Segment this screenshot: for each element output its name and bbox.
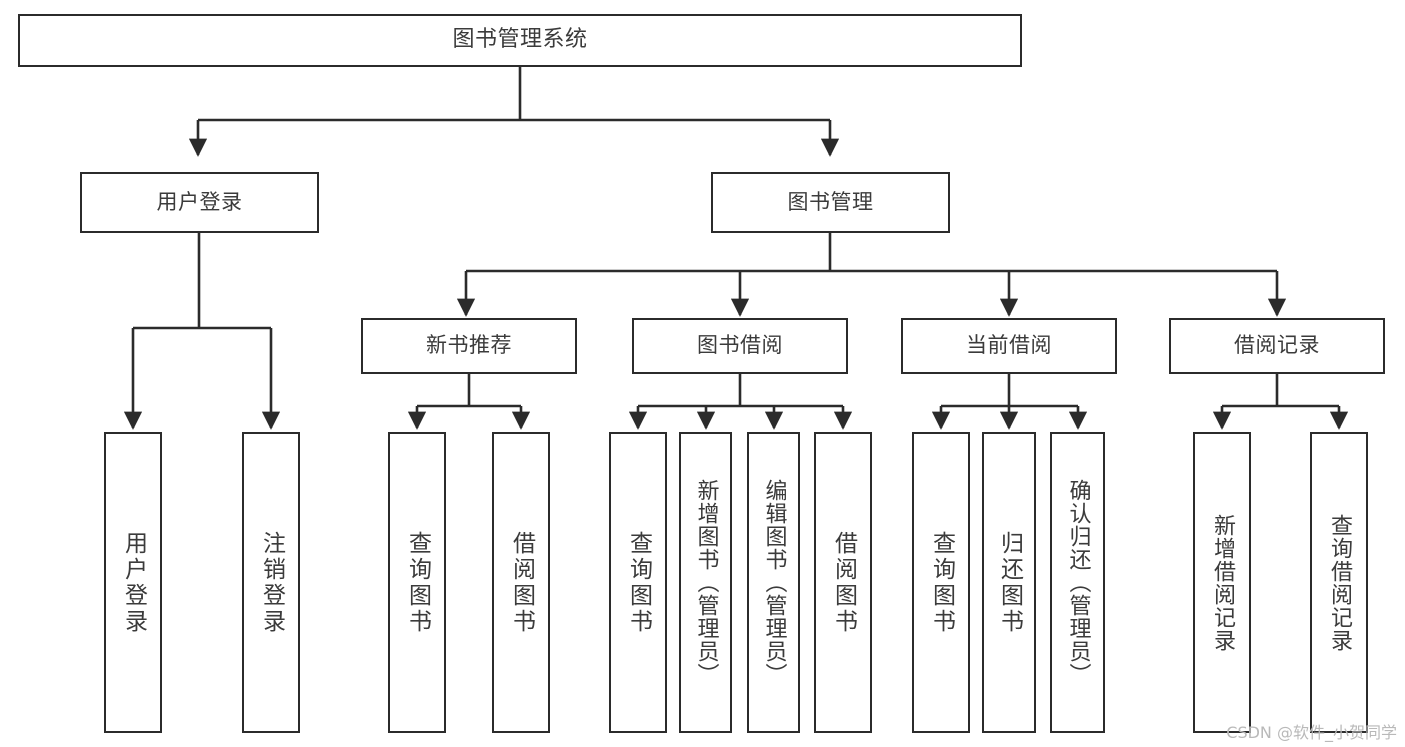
leaf-book-borrow-edit-admin[interactable]: 编辑图书（管理员）	[747, 432, 800, 733]
leaf-current-borrow-query[interactable]: 查询图书	[912, 432, 970, 733]
node-label: 新书推荐	[426, 333, 512, 358]
leaf-borrow-record-add[interactable]: 新增借阅记录	[1193, 432, 1251, 733]
leaf-book-borrow-borrow[interactable]: 借阅图书	[814, 432, 872, 733]
leaf-book-borrow-add-admin[interactable]: 新增图书（管理员）	[679, 432, 732, 733]
node-label: 图书管理系统	[452, 27, 588, 53]
node-label: 新增图书（管理员）	[693, 479, 719, 686]
leaf-user-login-login[interactable]: 用户登录	[104, 432, 162, 733]
node-label: 用户登录	[156, 189, 243, 214]
leaf-new-book-query[interactable]: 查询图书	[388, 432, 446, 733]
node-label: 图书借阅	[697, 333, 783, 358]
node-label: 图书管理	[787, 189, 874, 214]
node-label: 查询图书	[625, 530, 652, 635]
leaf-new-book-borrow[interactable]: 借阅图书	[492, 432, 550, 733]
leaf-book-borrow-query[interactable]: 查询图书	[609, 432, 667, 733]
node-label: 用户登录	[120, 530, 147, 635]
node-label: 借阅图书	[508, 530, 535, 635]
node-label: 查询借阅记录	[1327, 513, 1352, 652]
leaf-current-borrow-confirm-return-admin[interactable]: 确认归还（管理员）	[1050, 432, 1105, 733]
watermark-text: CSDN @软件_小贺同学	[1226, 723, 1397, 742]
node-current-borrow[interactable]: 当前借阅	[901, 318, 1117, 374]
node-book-borrow[interactable]: 图书借阅	[632, 318, 848, 374]
node-label: 当前借阅	[966, 333, 1052, 358]
node-label: 查询图书	[928, 530, 955, 635]
node-label: 编辑图书（管理员）	[761, 479, 787, 686]
leaf-current-borrow-return[interactable]: 归还图书	[982, 432, 1036, 733]
node-label: 借阅图书	[830, 530, 857, 635]
leaf-user-login-logout[interactable]: 注销登录	[242, 432, 300, 733]
node-label: 注销登录	[258, 530, 285, 635]
node-new-book-recommend[interactable]: 新书推荐	[361, 318, 577, 374]
node-label: 归还图书	[996, 530, 1023, 635]
node-label: 查询图书	[404, 530, 431, 635]
leaf-borrow-record-query[interactable]: 查询借阅记录	[1310, 432, 1368, 733]
node-borrow-record[interactable]: 借阅记录	[1169, 318, 1385, 374]
node-label: 确认归还（管理员）	[1065, 479, 1091, 686]
node-label: 借阅记录	[1234, 333, 1320, 358]
node-root-book-management-system[interactable]: 图书管理系统	[18, 14, 1022, 67]
node-user-login[interactable]: 用户登录	[80, 172, 319, 233]
node-label: 新增借阅记录	[1210, 513, 1235, 652]
node-book-management[interactable]: 图书管理	[711, 172, 950, 233]
